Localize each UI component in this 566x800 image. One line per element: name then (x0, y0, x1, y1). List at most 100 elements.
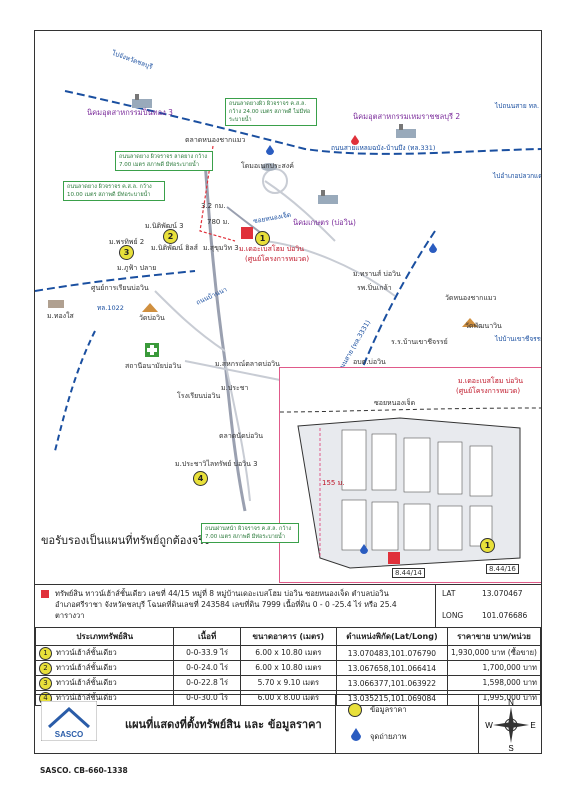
place-label: ตลาดนัดบ่อวิน (219, 432, 264, 440)
coordinates-box: LAT 13.070467 LONG 101.076686 (435, 585, 542, 627)
road-gray-4 (154, 290, 226, 352)
photo-point-icon (351, 728, 361, 741)
distance-2: 780 ม. (207, 218, 230, 226)
compass-icon: N S E W (485, 698, 535, 752)
info-panel: ทรัพย์สิน ทาวน์เฮ้าส์ชั้นเดียว เลขที่ 44… (34, 584, 542, 754)
label-highway: ถนนสายแหลมฉบัง-บ้านบึง (ทล.331) (331, 144, 436, 152)
photo-point-icon (266, 145, 274, 155)
size-cell: 6.00 x 10.80 เมตร (239, 660, 337, 676)
place-label: สถานีอนามัยบ่อวิน (125, 362, 182, 370)
lat-label: LAT (442, 589, 456, 598)
village-icon (48, 300, 64, 308)
type-text: ทาวน์เฮ้าส์ชั้นเดียว (56, 692, 117, 702)
label-pin-tong: นิคมเกษตร (บ่อวิน) (293, 218, 356, 227)
area-cell: 0-0-24.0 ไร่ (173, 660, 241, 676)
road-callout: ถนนลาดยาง ผิวจราจร ลาดยาง กว้าง 7.00 เมต… (115, 151, 213, 171)
road-gray-1 (264, 240, 396, 297)
inset-plan (280, 407, 541, 569)
inset-distance: 155 ม. (322, 479, 345, 487)
place-label: ม.นิติพัฒน์ 3 (145, 222, 184, 230)
road-west-line (54, 330, 96, 452)
place-label: ม.พรทิพย์ 2 (109, 238, 145, 246)
label-industrial-3: นิคมอุตสาหกรรมปิ่นทอง 3 (87, 108, 173, 117)
price-pin-2[interactable]: 2 (163, 229, 178, 244)
lot-label-2: 8.44/14 (392, 568, 425, 578)
photo-point-icon (429, 243, 437, 253)
dome-icon (261, 163, 277, 171)
certify-text: ขอรับรองเป็นแผนที่ทรัพย์ถูกต้องจริง (41, 534, 210, 547)
coord-cell: 13.067658,101.066414 (335, 660, 448, 676)
long-label: LONG (442, 611, 464, 620)
sasco-logo: SASCO (41, 701, 97, 741)
inset-subject-name: ม.เดอะเบสโฮม บ่อวิน (458, 377, 524, 385)
type-cell: 1 ทาวน์เฮ้าส์ชั้นเดียว (34, 645, 175, 661)
inset-soi: ซอยหนองเจ็ด (374, 399, 416, 407)
document-number: SASCO. CB-660-1338 (40, 766, 128, 775)
highway-331-line (64, 90, 541, 155)
type-text: ทาวน์เฮ้าส์ชั้นเดียว (56, 662, 117, 672)
place-label: ร.ร.บ้านเขาชีจรรย์ (391, 338, 448, 346)
temple-icon (142, 303, 158, 312)
area-cell: 0-0-33.9 ไร่ (173, 645, 241, 661)
factory-icon (318, 190, 338, 204)
road-gray-5 (264, 180, 336, 242)
legend: ข้อมูลราคา จุดถ่ายภาพ (335, 695, 479, 754)
place-label: วัดหนองชากแมว (445, 294, 497, 302)
row-number: 1 (39, 646, 52, 660)
price-cell: 1,930,000 บาท (ซื้อขาย) (446, 645, 542, 661)
inset-subject-marker (388, 552, 400, 564)
row-number: 3 (39, 676, 52, 690)
col-header: ราคาขาย บาท/หน่วย (446, 627, 542, 646)
price-legend-icon (348, 703, 362, 717)
logo-text: SASCO (55, 730, 83, 739)
place-label: ศูนย์การเรียนบ่อวิน (91, 284, 149, 292)
subject-swatch (41, 590, 49, 598)
label-to-chachoeng: ไปบ้านเขาชีจรรย์ (495, 335, 541, 343)
label-road-1022: ทล.1022 (97, 304, 124, 312)
desc-line-2: อำเภอศรีราชา จังหวัดชลบุรี โฉนดที่ดินเลข… (55, 600, 397, 609)
local-road-ns (203, 160, 247, 512)
location-map: นิคมอุตสาหกรรมปิ่นทอง 3 นิคมอุตสาหกรรมเห… (35, 31, 541, 583)
legend-photo-label: จุดถ่ายภาพ (370, 732, 407, 741)
inset-price-pin-1[interactable]: 1 (480, 538, 495, 553)
place-label: โรงเรียนบ่อวิน (177, 392, 221, 400)
coord-cell: 13.070483,101.076790 (335, 645, 448, 661)
size-cell: 6.00 x 10.80 เมตร (239, 645, 337, 661)
map-sheet: นิคมอุตสาหกรรมปิ่นทอง 3 นิคมอุตสาหกรรมเห… (34, 30, 542, 754)
price-cell: 1,598,000 บาท (446, 675, 542, 691)
label-to-hwy: ไปถนนสาย ทล. (495, 102, 540, 110)
compass-e: E (530, 721, 535, 730)
place-label: ม.ทรานส์ บ่อวิน (353, 270, 401, 278)
place-label: ม.ภูฟ้า ปลาย (117, 264, 157, 272)
photo-point-icon (360, 544, 368, 554)
place-label: รพ.ปิ่นเกล้า (357, 284, 392, 292)
price-pin-1[interactable]: 1 (255, 231, 270, 246)
property-header: ทรัพย์สิน ทาวน์เฮ้าส์ชั้นเดียว เลขที่ 44… (35, 584, 541, 628)
type-text: ทาวน์เฮ้าส์ชั้นเดียว (56, 647, 117, 657)
road-callout: ถนนลาดยางผิว ผิวจราจร ค.ส.ล. กว้าง 24.00… (225, 98, 317, 126)
price-cell: 1,700,000 บาท (446, 660, 542, 676)
place-label: วัดบ่อวิน (139, 314, 165, 322)
subject-marker (241, 227, 253, 239)
place-label: โดมอเนกประสงค์ (241, 162, 294, 170)
legend-price-label: ข้อมูลราคา (370, 705, 407, 714)
long-value: 101.076686 (482, 611, 528, 620)
coord-cell: 13.066377,101.063922 (335, 675, 448, 691)
place-label: ตลาดหนองชากแมว (185, 136, 246, 144)
desc-line-1: ทรัพย์สิน ทาวน์เฮ้าส์ชั้นเดียว เลขที่ 44… (55, 589, 389, 598)
road-callout: ถนนผ่านหน้า ผิวจราจร ค.ส.ล. กว้าง 7.00 เ… (201, 523, 299, 543)
col-header: เนื้อที่ (173, 627, 241, 646)
footer-title: แผนที่แสดงที่ตั้งทรัพย์สิน และ ข้อมูลราค… (125, 718, 322, 731)
compass-n: N (508, 698, 514, 707)
distance-1: 3.2 กม. (201, 202, 226, 210)
place-label: ม.นิติพัฒน์ ฮิลส์ (151, 244, 198, 252)
compass-w: W (485, 721, 493, 730)
price-pin-3[interactable]: 3 (119, 245, 134, 260)
factory-icon (396, 124, 416, 138)
price-pin-4[interactable]: 4 (193, 471, 208, 486)
lat-value: 13.070467 (482, 589, 523, 598)
label-industrial-2: นิคมอุตสาหกรรมเหมราชชลบุรี 2 (353, 112, 461, 121)
